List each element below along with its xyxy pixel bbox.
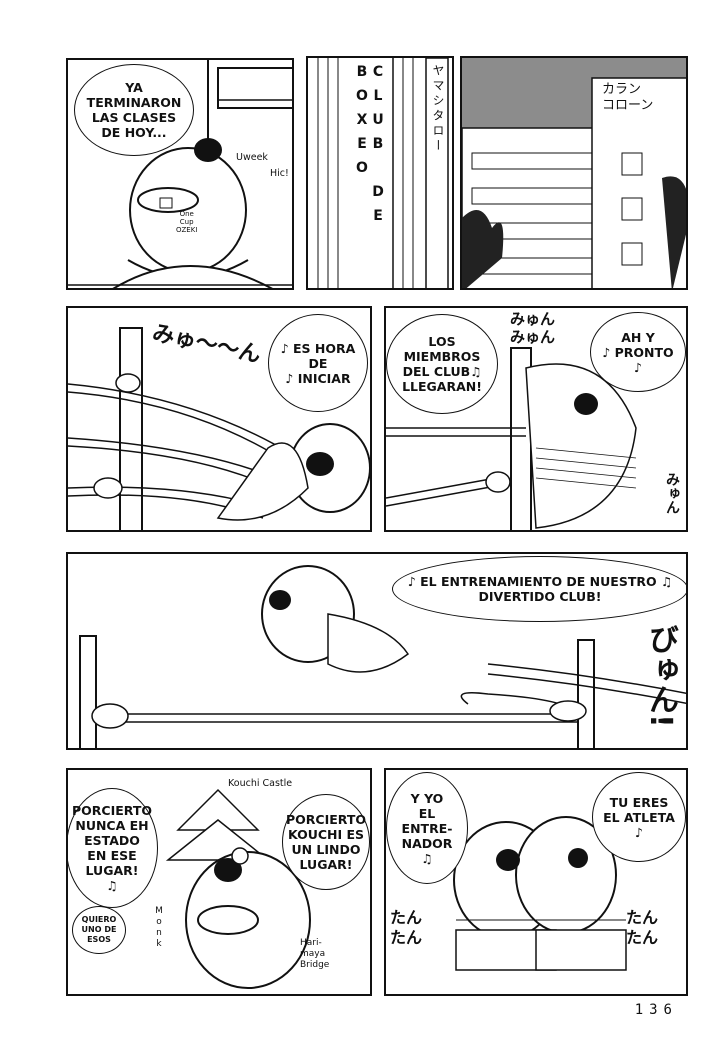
speech-bubble-right: TU ERES EL ATLETA ♪ bbox=[592, 772, 686, 862]
panel-8: Y YO EL ENTRE- NADOR ♫ TU ERES EL ATLETA… bbox=[384, 768, 688, 996]
speech-bubble-small: QUIERO UNO DE ESOS bbox=[72, 906, 126, 954]
speech-bubble: ♪ EL ENTRENAMIENTO DE NUESTRO ♫ DIVERTID… bbox=[392, 556, 686, 622]
sfx-tan-right: たん たん bbox=[626, 908, 659, 947]
label-monk: Monk bbox=[154, 906, 164, 950]
page-number: 136 bbox=[634, 1002, 678, 1018]
sfx-myun-top: みゅん みゅん bbox=[510, 310, 556, 346]
sfx-byun: びゅん! bbox=[643, 624, 678, 728]
panel-7: Kouchi Castle PORCIERTO NUNCA EH ESTADO … bbox=[66, 768, 372, 996]
panel-6: ♪ EL ENTRENAMIENTO DE NUESTRO ♫ DIVERTID… bbox=[66, 552, 688, 750]
panel-8-art bbox=[453, 816, 627, 971]
panel-4: みゅ〜〜ん ♪ ES HORA DE ♪ INICIAR bbox=[66, 306, 372, 532]
panel-5-art bbox=[386, 347, 637, 530]
speech-bubble-right: PORCIERTO KOUCHI ES UN LINDO LUGAR! bbox=[282, 794, 370, 890]
label-castle: Kouchi Castle bbox=[228, 778, 293, 789]
sfx-tan-left: たん たん bbox=[390, 908, 423, 947]
sfx-hic: Hic! bbox=[270, 168, 289, 179]
panel-2: CLUB DE BOXEO ヤマシタロー bbox=[306, 56, 454, 290]
sfx-bell: カラン コローン bbox=[602, 82, 654, 114]
club-sign-jp: ヤマシタロー bbox=[431, 64, 445, 154]
panel-6-art bbox=[79, 565, 686, 748]
panel-1: YA TERMINARON LAS CLASES DE HOY... Uweek… bbox=[66, 58, 294, 290]
label-bridge: Hari- maya Bridge bbox=[300, 938, 330, 970]
panel-1-art bbox=[68, 60, 292, 288]
speech-bubble: ♪ ES HORA DE ♪ INICIAR bbox=[268, 314, 368, 412]
sfx-uweek: Uweek bbox=[236, 152, 268, 163]
panel-5: LOS MIEMBROS DEL CLUB♫ LLEGARAN! みゅん みゅん… bbox=[384, 306, 688, 532]
club-sign: CLUB DE BOXEO bbox=[354, 64, 386, 232]
speech-bubble-left: PORCIERTO NUNCA EH ESTADO EN ESE LUGAR! … bbox=[68, 788, 158, 908]
speech-bubble: YA TERMINARON LAS CLASES DE HOY... bbox=[74, 64, 194, 156]
panel-2-art bbox=[317, 58, 449, 288]
speech-bubble-left: Y YO EL ENTRE- NADOR ♫ bbox=[386, 772, 468, 884]
panel-3: カラン コローン bbox=[460, 56, 688, 290]
sfx-myun-side: みゅん bbox=[664, 472, 680, 514]
speech-bubble-right: AH Y ♪ PRONTO ♪ bbox=[590, 312, 686, 392]
cup-label: One Cup OZEKI bbox=[176, 210, 198, 234]
panel-4-art bbox=[68, 327, 370, 530]
speech-bubble-left: LOS MIEMBROS DEL CLUB♫ LLEGARAN! bbox=[386, 314, 498, 414]
panel-3-art bbox=[462, 58, 686, 288]
